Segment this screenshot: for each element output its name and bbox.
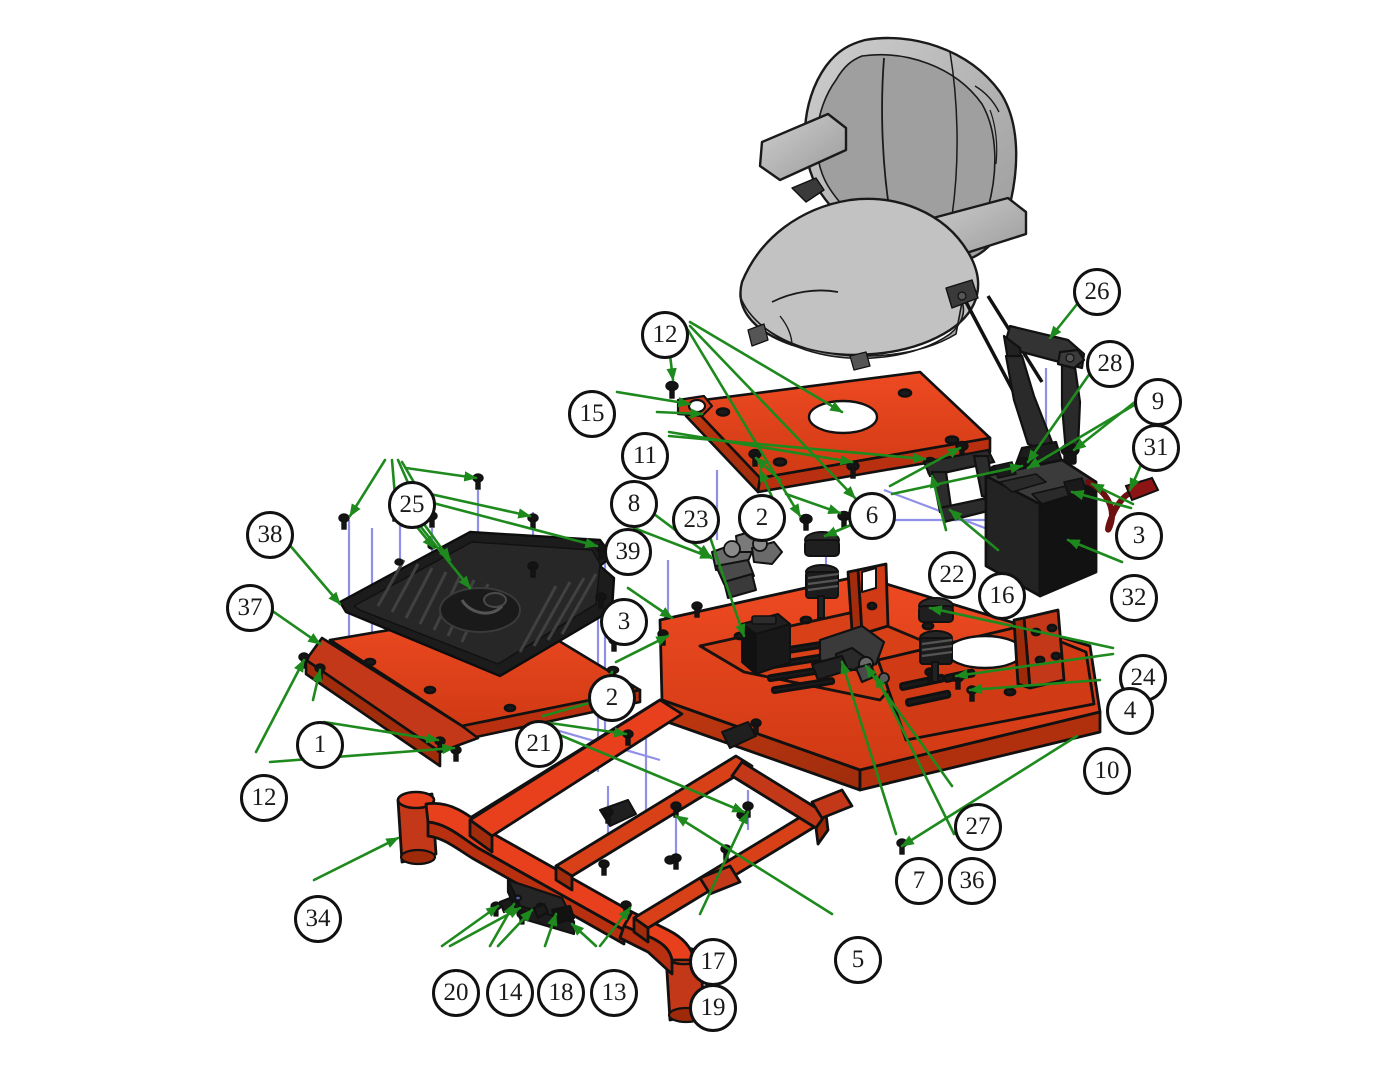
callout-23[interactable]: 23 [672, 496, 720, 544]
operator-seat [739, 36, 1028, 371]
callout-label: 4 [1123, 697, 1137, 724]
callout-label: 11 [632, 442, 658, 469]
callout-label: 31 [1143, 434, 1169, 461]
callout-20[interactable]: 20 [432, 969, 480, 1017]
callout-8[interactable]: 8 [610, 480, 658, 528]
callout-39[interactable]: 39 [604, 528, 652, 576]
callout-16[interactable]: 16 [978, 572, 1026, 620]
callout-label: 15 [579, 400, 605, 427]
callout-label: 5 [851, 946, 865, 973]
rubber-floor-mat [338, 530, 616, 678]
callout-label: 13 [601, 979, 627, 1006]
callout-2-upper[interactable]: 2 [738, 494, 786, 542]
callout-10[interactable]: 10 [1083, 747, 1131, 795]
leader-lines [246, 286, 1153, 948]
callout-13[interactable]: 13 [590, 969, 638, 1017]
callout-21[interactable]: 21 [515, 720, 563, 768]
callout-2-frame[interactable]: 2 [588, 674, 636, 722]
callout-25[interactable]: 25 [388, 481, 436, 529]
callout-37[interactable]: 37 [226, 584, 274, 632]
callout-38[interactable]: 38 [246, 511, 294, 559]
callout-32[interactable]: 32 [1110, 574, 1158, 622]
callout-label: 6 [865, 502, 879, 529]
callout-4[interactable]: 4 [1106, 687, 1154, 735]
callout-15[interactable]: 15 [568, 390, 616, 438]
callout-label: 24 [1130, 664, 1156, 691]
callout-1[interactable]: 1 [296, 721, 344, 769]
callout-label: 17 [700, 948, 726, 975]
callout-label: 14 [497, 979, 523, 1006]
callout-label: 28 [1097, 350, 1123, 377]
callout-label: 27 [965, 813, 991, 840]
callout-6[interactable]: 6 [848, 492, 896, 540]
callout-11[interactable]: 11 [621, 432, 669, 480]
callout-3-battery[interactable]: 3 [1115, 512, 1163, 560]
callout-label: 1 [313, 731, 327, 758]
callout-label: 7 [912, 867, 926, 894]
callout-34[interactable]: 34 [294, 895, 342, 943]
callout-label: 20 [443, 979, 469, 1006]
callout-label: 9 [1151, 388, 1165, 415]
callout-label: 3 [617, 608, 631, 635]
callout-17[interactable]: 17 [689, 938, 737, 986]
callout-label: 10 [1094, 757, 1120, 784]
callout-label: 32 [1121, 584, 1147, 611]
callout-27[interactable]: 27 [954, 803, 1002, 851]
callout-28[interactable]: 28 [1086, 340, 1134, 388]
callout-31[interactable]: 31 [1132, 424, 1180, 472]
callout-label: 25 [399, 491, 425, 518]
callout-label: 16 [989, 582, 1015, 609]
callout-label: 23 [683, 506, 709, 533]
callout-label: 12 [251, 784, 277, 811]
callout-12-platform[interactable]: 12 [240, 774, 288, 822]
callout-19[interactable]: 19 [689, 984, 737, 1032]
callout-18[interactable]: 18 [537, 969, 585, 1017]
callout-label: 22 [939, 561, 965, 588]
callout-7[interactable]: 7 [895, 857, 943, 905]
callout-label: 34 [305, 905, 331, 932]
callout-label: 18 [548, 979, 574, 1006]
callout-label: 36 [959, 867, 985, 894]
callout-label: 2 [605, 684, 619, 711]
callout-9[interactable]: 9 [1134, 378, 1182, 426]
callout-label: 12 [652, 321, 678, 348]
callout-label: 37 [237, 594, 263, 621]
callout-label: 21 [526, 730, 552, 757]
callout-14[interactable]: 14 [486, 969, 534, 1017]
callout-26[interactable]: 26 [1073, 268, 1121, 316]
callout-3-frame[interactable]: 3 [600, 598, 648, 646]
center-linkage-cluster [810, 624, 890, 684]
callout-label: 26 [1084, 278, 1110, 305]
callout-label: 39 [615, 538, 641, 565]
callout-12-seat[interactable]: 12 [641, 311, 689, 359]
callout-label: 19 [700, 994, 726, 1021]
callout-label: 2 [755, 504, 769, 531]
callout-label: 3 [1132, 522, 1146, 549]
callout-label: 8 [627, 490, 641, 517]
callout-5[interactable]: 5 [834, 936, 882, 984]
callout-label: 38 [257, 521, 283, 548]
callout-36[interactable]: 36 [948, 857, 996, 905]
callout-22[interactable]: 22 [928, 551, 976, 599]
